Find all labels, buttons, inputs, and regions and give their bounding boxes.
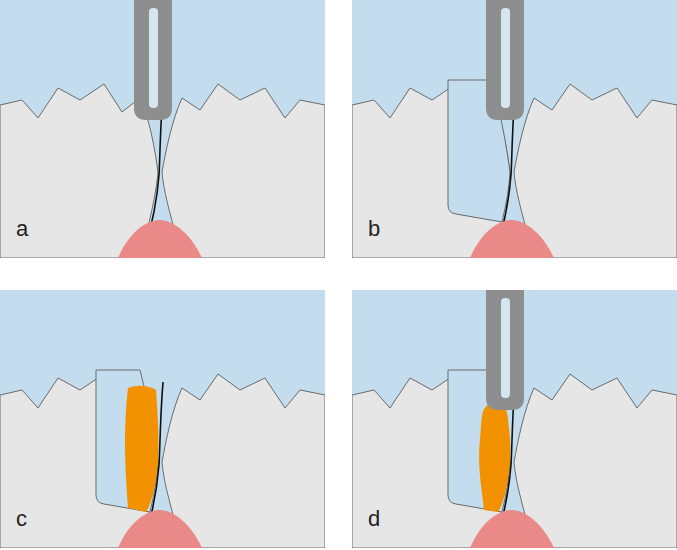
instrument	[134, 0, 172, 120]
instrument	[486, 290, 524, 410]
panel-letter: b	[368, 218, 380, 240]
panel-letter: c	[16, 508, 27, 530]
panel-d	[352, 290, 677, 548]
composite	[479, 403, 510, 512]
composite	[125, 386, 158, 512]
teeth	[0, 290, 325, 548]
cavity	[96, 370, 158, 512]
instrument	[486, 0, 524, 120]
panel-letter: a	[16, 218, 28, 240]
teeth	[352, 0, 677, 258]
gingiva	[470, 510, 554, 548]
gingiva	[118, 220, 202, 258]
teeth	[352, 290, 677, 548]
gingiva	[470, 220, 554, 258]
gingiva	[118, 510, 202, 548]
panel-letter: d	[368, 508, 380, 530]
panel-a	[0, 0, 325, 258]
teeth	[0, 0, 325, 258]
panel-b	[352, 0, 677, 258]
panel-c	[0, 290, 325, 548]
